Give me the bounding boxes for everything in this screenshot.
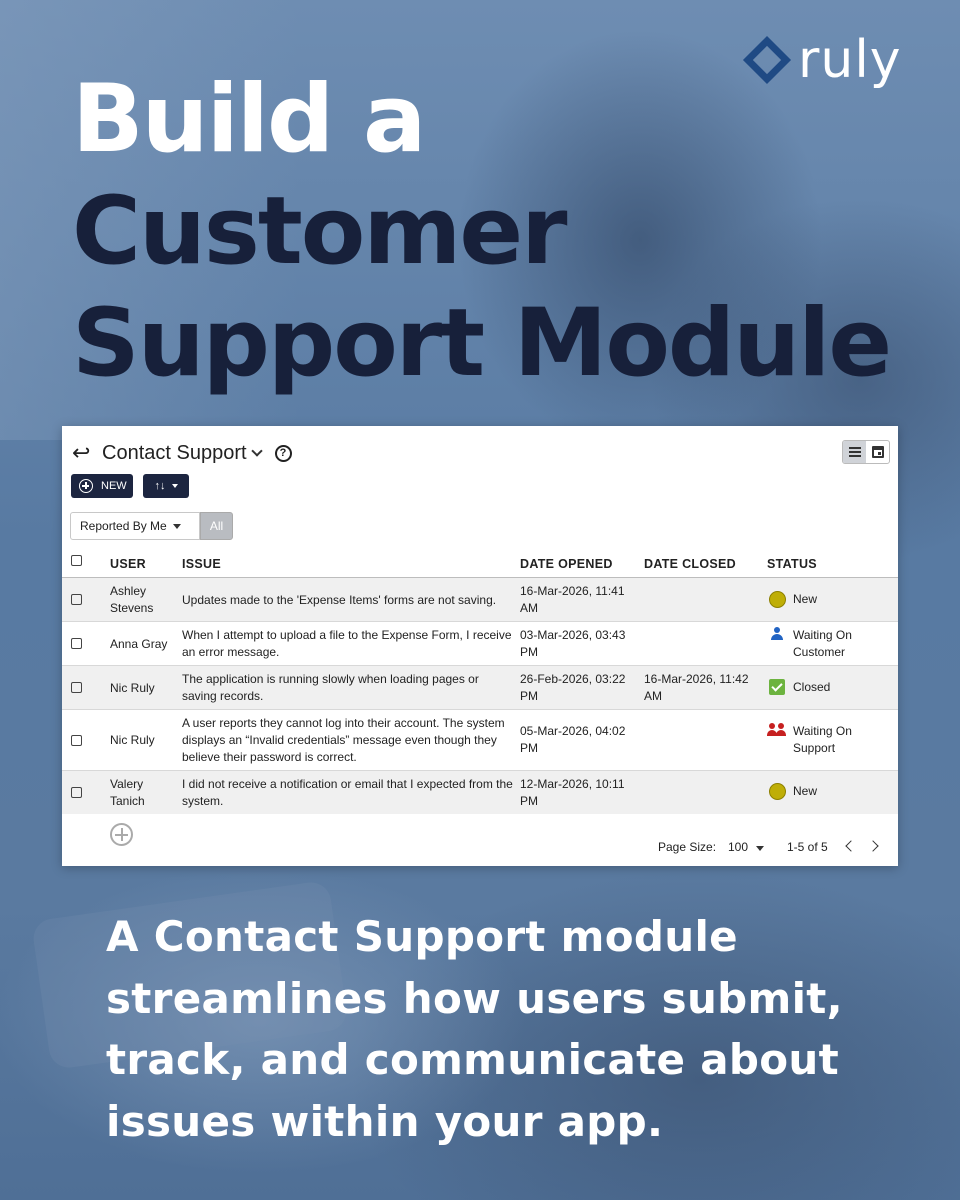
view-toggle [842, 440, 890, 464]
headline-line-1: Build a [72, 65, 426, 174]
person-icon [770, 627, 784, 643]
chevron-left-icon[interactable] [845, 840, 857, 852]
status-badge: New [767, 591, 873, 608]
column-header-user[interactable]: USER [110, 557, 146, 571]
table-row[interactable]: Nic Ruly The application is running slow… [62, 666, 898, 710]
caret-down-icon[interactable] [756, 846, 764, 851]
green-check-icon [769, 679, 785, 695]
column-header-date-closed[interactable]: DATE CLOSED [644, 557, 736, 571]
add-row-icon[interactable] [110, 823, 133, 846]
new-button-label: NEW [101, 480, 127, 492]
calendar-icon [871, 446, 884, 458]
issue-cell: Updates made to the 'Expense Items' form… [182, 593, 497, 607]
user-cell: Valery Tanich [110, 777, 145, 808]
table-row[interactable]: Nic Ruly A user reports they cannot log … [62, 710, 898, 771]
page-range: 1-5 of 5 [787, 840, 828, 854]
date-opened-cell: 05-Mar-2026, 04:02 PM [520, 724, 626, 755]
date-opened-cell: 12-Mar-2026, 10:11 PM [520, 777, 625, 808]
issue-cell: A user reports they cannot log into thei… [182, 716, 505, 764]
toolbar: NEW ↑↓ [71, 474, 189, 498]
column-header-issue[interactable]: ISSUE [182, 557, 222, 571]
headline: Build a Customer Support Module [72, 64, 892, 400]
table-row[interactable]: Anna Gray When I attempt to upload a fil… [62, 622, 898, 666]
date-opened-cell: 16-Mar-2026, 11:41 AM [520, 584, 625, 615]
list-icon [848, 447, 861, 457]
headline-line-2: Customer [72, 177, 567, 286]
row-checkbox[interactable] [71, 682, 82, 693]
row-checkbox[interactable] [71, 787, 82, 798]
sort-button[interactable]: ↑↓ [143, 474, 189, 498]
filter-select[interactable]: Reported By Me [70, 512, 200, 540]
ruly-logo: ruly [742, 30, 902, 90]
user-cell: Nic Ruly [110, 733, 155, 747]
table-header: USER ISSUE DATE OPENED DATE CLOSED STATU… [62, 548, 898, 578]
page-title[interactable]: Contact Support [102, 441, 247, 464]
status-badge: Waiting On Support [767, 723, 873, 757]
filter-all-button[interactable]: All [200, 512, 233, 540]
user-cell: Ashley Stevens [110, 584, 154, 615]
help-icon[interactable]: ? [274, 444, 292, 462]
select-all-checkbox[interactable] [71, 555, 82, 566]
subheadline: A Contact Support module streamlines how… [106, 912, 843, 1146]
column-header-date-opened[interactable]: DATE OPENED [520, 557, 613, 571]
plus-circle-icon [79, 479, 93, 493]
title-bar: ↩ Contact Support ? [72, 440, 292, 466]
caret-down-icon [171, 484, 178, 488]
caret-down-icon [172, 523, 181, 529]
yellow-dot-icon [768, 783, 786, 800]
status-text: Waiting On Customer [793, 628, 852, 659]
filter-selected-value: Reported By Me [80, 519, 167, 533]
back-arrow-icon[interactable]: ↩ [72, 440, 91, 465]
headline-line-3: Support Module [72, 289, 892, 398]
row-checkbox[interactable] [71, 638, 82, 649]
column-header-status[interactable]: STATUS [767, 557, 817, 571]
date-opened-cell: 03-Mar-2026, 03:43 PM [520, 628, 626, 659]
sort-icon: ↑↓ [154, 480, 166, 492]
issue-cell: The application is running slowly when l… [182, 672, 479, 703]
date-closed-cell: 16-Mar-2026, 11:42 AM [644, 672, 749, 703]
filter-bar: Reported By Me All [70, 512, 233, 540]
app-screenshot-card: ↩ Contact Support ? NEW ↑↓ Reported By M… [62, 426, 898, 866]
page-size-select[interactable]: 100 [728, 840, 749, 854]
status-badge: Waiting On Customer [767, 627, 873, 661]
calendar-view-button[interactable] [866, 441, 889, 463]
yellow-dot-icon [768, 591, 786, 608]
status-text: New [793, 592, 818, 606]
list-view-button[interactable] [843, 441, 866, 463]
table-row[interactable]: Valery Tanich I did not receive a notifi… [62, 771, 898, 814]
user-cell: Nic Ruly [110, 681, 155, 695]
new-button[interactable]: NEW [71, 474, 133, 498]
status-text: New [793, 784, 818, 798]
row-checkbox[interactable] [71, 735, 82, 746]
user-cell: Anna Gray [110, 637, 168, 651]
logo-text: ruly [798, 30, 902, 90]
chevron-right-icon[interactable] [867, 840, 879, 852]
page-size-label: Page Size: [658, 840, 717, 854]
issue-cell: When I attempt to upload a file to the E… [182, 628, 512, 659]
status-text: Closed [793, 680, 831, 694]
status-badge: New [767, 783, 873, 800]
background-shape [0, 0, 300, 440]
chevron-down-icon[interactable] [250, 445, 263, 457]
date-opened-cell: 26-Feb-2026, 03:22 PM [520, 672, 626, 703]
issue-cell: I did not receive a notification or emai… [182, 777, 513, 808]
status-text: Waiting On Support [793, 724, 852, 755]
people-icon [767, 723, 787, 739]
table-row[interactable]: Ashley Stevens Updates made to the 'Expe… [62, 578, 898, 622]
row-checkbox[interactable] [71, 594, 82, 605]
status-badge: Closed [767, 679, 873, 696]
